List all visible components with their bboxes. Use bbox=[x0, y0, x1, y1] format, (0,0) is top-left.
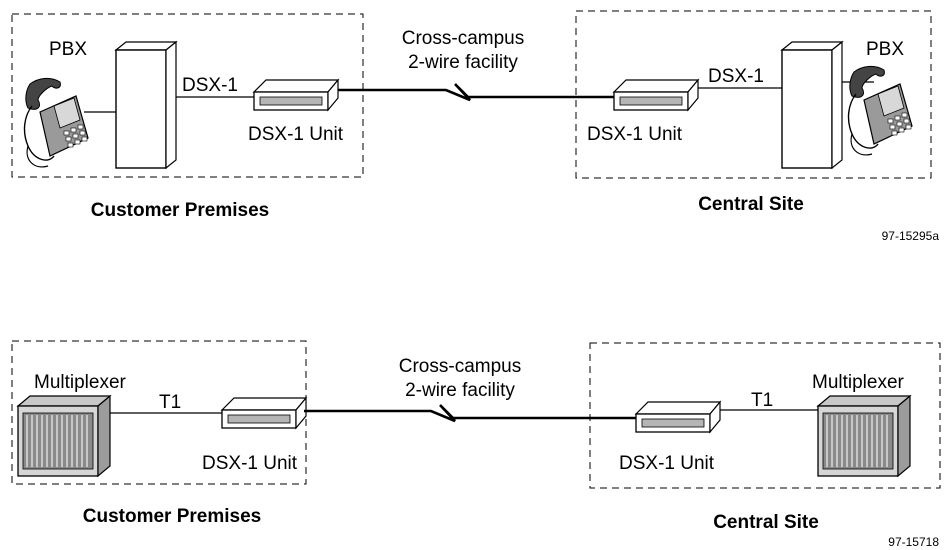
pbx-cabinet-icon bbox=[781, 41, 843, 169]
device-label: Multiplexer bbox=[34, 372, 127, 393]
device-label: Multiplexer bbox=[812, 372, 905, 393]
central-site-boundary bbox=[575, 10, 932, 179]
site-label: Central Site bbox=[713, 512, 819, 533]
facility-label-line2: 2-wire facility bbox=[405, 380, 515, 401]
customer-premises-boundary bbox=[11, 13, 364, 178]
dsx1-unit-icon bbox=[221, 397, 307, 429]
bottom-diagram: Multiplexer T1 DSX-1 Unit Cross-campus 2… bbox=[11, 340, 941, 549]
dsx1-unit-icon bbox=[613, 79, 699, 111]
multiplexer-icon bbox=[817, 395, 911, 477]
figure-id: 97-15718 bbox=[888, 535, 939, 549]
link-label: DSX-1 bbox=[708, 66, 764, 87]
telephone-icon bbox=[847, 65, 913, 156]
facility-label-line1: Cross-campus bbox=[399, 356, 521, 377]
link-label: DSX-1 bbox=[182, 75, 238, 96]
site-label: Customer Premises bbox=[83, 506, 261, 527]
site-label: Central Site bbox=[698, 194, 804, 215]
multiplexer-icon bbox=[17, 395, 111, 477]
unit-label: DSX-1 Unit bbox=[619, 453, 715, 474]
link-label: T1 bbox=[751, 390, 773, 411]
unit-label: DSX-1 Unit bbox=[202, 453, 298, 474]
dsx1-unit-icon bbox=[635, 401, 721, 433]
link-label: T1 bbox=[159, 392, 181, 413]
site-label: Customer Premises bbox=[91, 200, 269, 221]
top-diagram: PBX DSX-1 DSX-1 Unit Cross-campus 2-wire… bbox=[11, 10, 940, 243]
facility-label-line2: 2-wire facility bbox=[408, 52, 518, 73]
telephone-icon bbox=[23, 77, 89, 168]
central-site-boundary bbox=[589, 342, 941, 489]
unit-label: DSX-1 Unit bbox=[587, 124, 683, 145]
pbx-label: PBX bbox=[866, 39, 904, 60]
pbx-label: PBX bbox=[49, 39, 87, 60]
dsx1-unit-icon bbox=[253, 79, 339, 111]
two-wire-facility-line bbox=[338, 83, 616, 102]
unit-label: DSX-1 Unit bbox=[248, 124, 344, 145]
figure-id: 97-15295a bbox=[882, 229, 940, 243]
pbx-cabinet-icon bbox=[115, 41, 177, 169]
facility-label-line1: Cross-campus bbox=[402, 28, 524, 49]
two-wire-facility-line bbox=[304, 404, 636, 423]
